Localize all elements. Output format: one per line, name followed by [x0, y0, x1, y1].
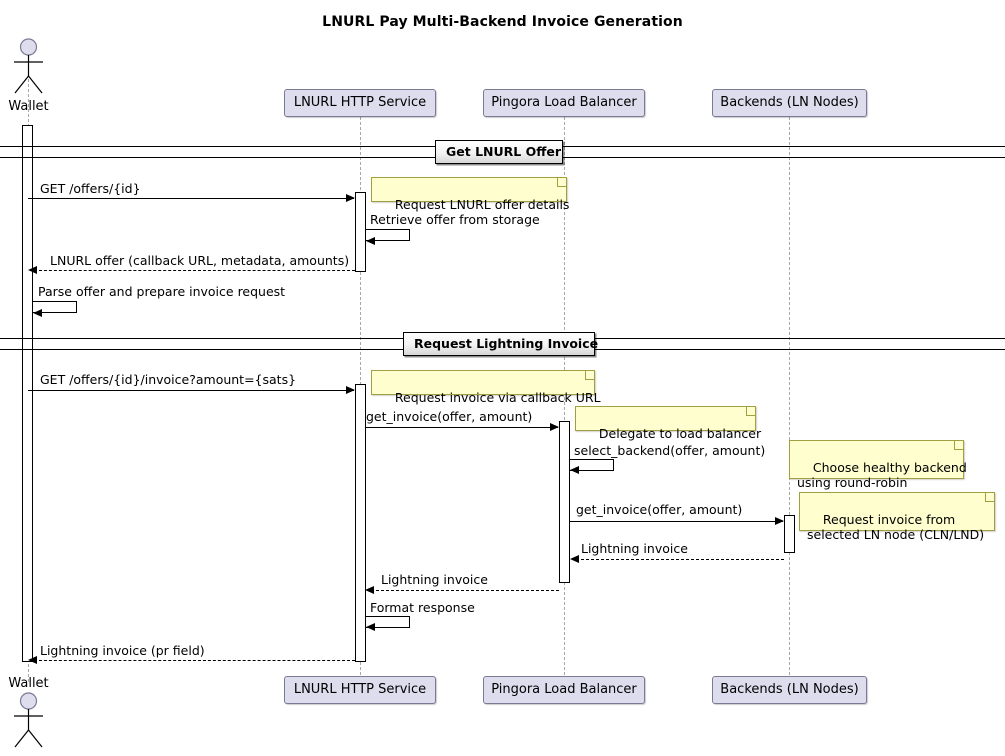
message-selfcall-parse-offer [33, 301, 77, 313]
message-arrow-format-response [366, 623, 375, 631]
message-arrow-lightning-invoice-pr [28, 656, 37, 664]
activation-bar-http-2 [355, 384, 366, 662]
message-arrow-get-invoice-http [346, 386, 355, 394]
participant-lnurl-http-service-top[interactable]: LNURL HTTP Service [284, 89, 436, 117]
message-label-lightning-invoice-pr: Lightning invoice (pr field) [40, 643, 205, 658]
activation-bar-http-1 [355, 192, 366, 272]
note-dogear-fold-icon [954, 440, 964, 450]
message-line-get-invoice-lb [366, 427, 558, 428]
message-line-lightning-invoice-backend [576, 559, 784, 560]
message-arrow-lightning-invoice-lb [365, 586, 374, 594]
message-arrow-lnurl-offer-response [28, 266, 37, 274]
note-choose-healthy-backend: Choose healthy backend using round-robin [789, 440, 967, 490]
message-arrow-get-offers [346, 194, 355, 202]
note-delegate-to-load-balancer: Delegate to load balancer [575, 406, 761, 441]
divider-get-lnurl-offer: Get LNURL Offer [435, 140, 563, 164]
message-label-format-response: Format response [370, 600, 475, 615]
message-arrow-get-invoice-lb [550, 423, 559, 431]
message-line-lightning-invoice-pr [34, 660, 355, 661]
divider-request-lightning-invoice: Request Lightning Invoice [403, 332, 598, 356]
note-dogear-fold-icon [557, 177, 567, 187]
message-label-retrieve-offer: Retrieve offer from storage [370, 212, 540, 227]
message-label-lightning-invoice-backend: Lightning invoice [581, 541, 688, 556]
message-label-get-offers: GET /offers/{id} [40, 181, 141, 196]
note-text: Choose healthy backend using round-robin [797, 460, 967, 490]
actor-wallet-bottom-label: Wallet [8, 676, 49, 691]
message-arrow-select-backend [570, 466, 579, 474]
note-dogear-fold-icon [985, 492, 995, 502]
note-dogear-icon [746, 407, 755, 416]
activation-bar-wallet [22, 125, 33, 662]
participant-pingora-load-balancer-bottom[interactable]: Pingora Load Balancer [483, 676, 645, 704]
message-line-get-invoice-backend [570, 521, 783, 522]
message-label-lightning-invoice-lb: Lightning invoice [381, 572, 488, 587]
note-request-lnurl-offer-details: Request LNURL offer details [371, 177, 569, 212]
page-title: LNURL Pay Multi-Backend Invoice Generati… [322, 14, 683, 30]
message-arrow-get-invoice-backend [775, 517, 784, 525]
message-label-select-backend: select_backend(offer, amount) [574, 443, 766, 458]
note-dogear-icon [557, 178, 566, 187]
note-text: Delegate to load balancer [598, 426, 762, 441]
note-text: Request invoice from selected LN node (C… [807, 512, 985, 542]
message-label-lnurl-offer-response: LNURL offer (callback URL, metadata, amo… [50, 253, 350, 268]
actor-wallet-top [0, 38, 60, 96]
note-text: Request invoice via callback URL [394, 390, 601, 405]
participant-backends-ln-nodes-top[interactable]: Backends (LN Nodes) [712, 89, 867, 117]
actor-wallet-bottom [0, 692, 60, 750]
participant-pingora-load-balancer-top[interactable]: Pingora Load Balancer [483, 89, 645, 117]
activation-bar-backends [784, 515, 795, 553]
message-label-get-invoice-http: GET /offers/{id}/invoice?amount={sats} [40, 372, 297, 387]
note-request-invoice-via-callback-url: Request invoice via callback URL [371, 370, 601, 405]
note-dogear-icon [585, 371, 594, 380]
message-label-parse-offer: Parse offer and prepare invoice request [38, 284, 286, 299]
message-arrow-parse-offer [33, 309, 42, 317]
note-dogear-fold-icon [746, 406, 756, 416]
message-selfcall-retrieve-offer [366, 229, 410, 241]
message-line-get-invoice-http [28, 390, 354, 391]
message-label-get-invoice-lb: get_invoice(offer, amount) [366, 409, 533, 424]
message-selfcall-format-response [366, 616, 410, 628]
message-line-lnurl-offer-response [34, 270, 355, 271]
note-request-invoice-from-selected-ln-node: Request invoice from selected LN node (C… [799, 492, 995, 542]
lifeline-backends [789, 117, 790, 675]
note-dogear-fold-icon [585, 370, 595, 380]
message-selfcall-select-backend [570, 459, 614, 471]
message-arrow-retrieve-offer [366, 237, 375, 245]
note-text: Request LNURL offer details [394, 197, 570, 212]
lifeline-lb [564, 117, 565, 675]
note-dogear-icon [954, 441, 963, 450]
note-dogear-icon [985, 493, 994, 502]
activation-bar-lb [559, 421, 570, 583]
message-line-get-offers [28, 198, 354, 199]
participant-backends-ln-nodes-bottom[interactable]: Backends (LN Nodes) [712, 676, 867, 704]
message-arrow-lightning-invoice-backend [570, 555, 579, 563]
message-line-lightning-invoice-lb [371, 590, 559, 591]
participant-lnurl-http-service-bottom[interactable]: LNURL HTTP Service [284, 676, 436, 704]
message-label-get-invoice-backend: get_invoice(offer, amount) [576, 502, 743, 517]
actor-wallet-top-label: Wallet [8, 99, 49, 114]
